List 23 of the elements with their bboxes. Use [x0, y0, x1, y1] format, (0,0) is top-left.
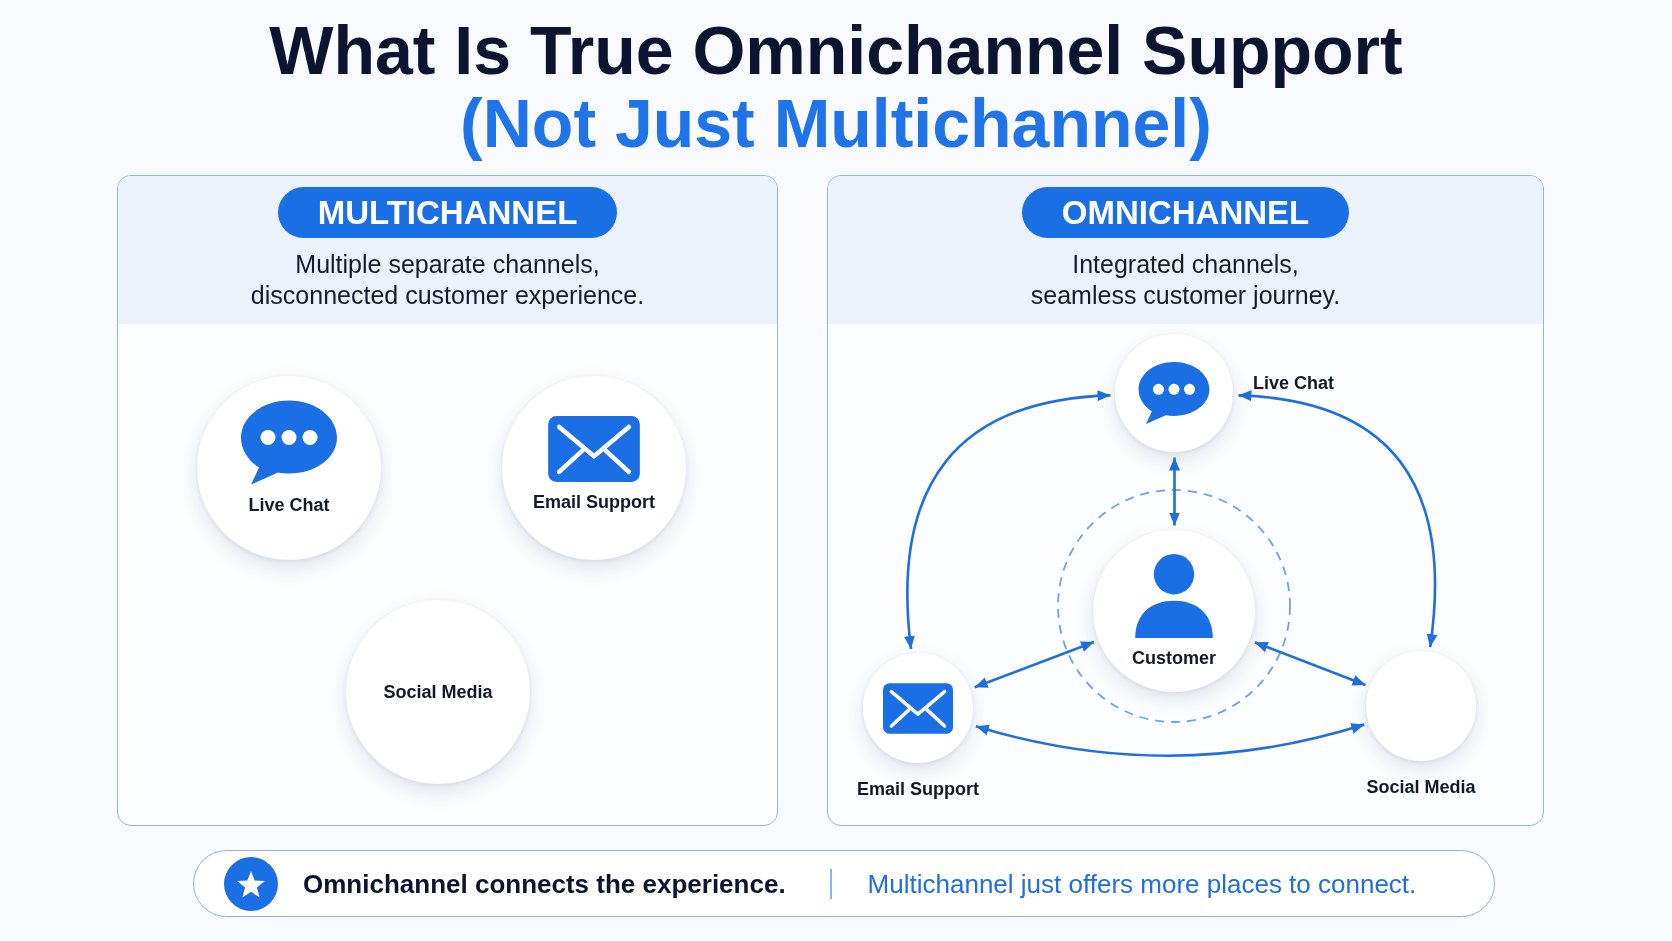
customer-label: Customer: [1132, 646, 1216, 669]
panel-description: Multiple separate channels, disconnected customer experience.: [249, 249, 646, 311]
channel-label: Email Support: [857, 778, 979, 800]
panel-description: Integrated channels, seamless customer journey.: [1029, 249, 1342, 311]
channel-label: Social Media: [383, 681, 493, 703]
page-subtitle: (Not Just Multichannel): [460, 87, 1212, 160]
channel-label: Live Chat: [1253, 372, 1335, 394]
section-heading: OMNICHANNEL: [1021, 187, 1350, 238]
connector-arrow: [1238, 390, 1437, 648]
section-heading: MULTICHANNEL: [277, 187, 618, 238]
key-message: Omnichannel connects the experience.: [303, 868, 786, 899]
channel-label: Live Chat: [248, 494, 330, 516]
channel-label: Email Support: [533, 490, 655, 513]
connector-arrow: [1169, 457, 1180, 526]
contrast-note: Multichannel just offers more places to connect.: [867, 868, 1417, 899]
channel-label: Social Media: [1366, 776, 1476, 798]
connector-arrow: [974, 640, 1095, 689]
comparison-panel: [117, 175, 778, 826]
page-title: What Is True Omnichannel Support: [269, 14, 1403, 87]
connector-arrow: [904, 390, 1111, 650]
connector-arrow: [1254, 641, 1366, 687]
comparison-panel: [827, 175, 1544, 826]
connector-arrow: [975, 722, 1365, 757]
